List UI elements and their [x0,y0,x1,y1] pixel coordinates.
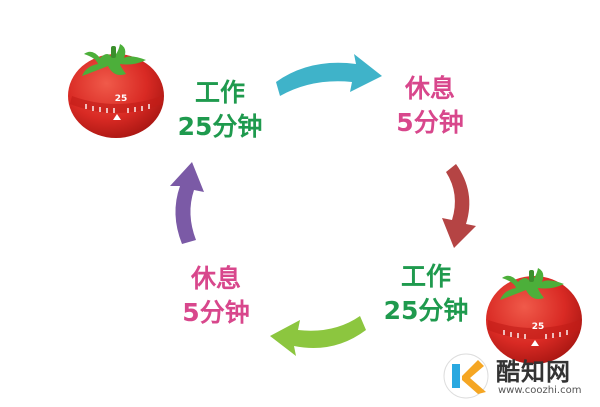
step-title: 休息 [404,74,455,103]
tomato-timer-icon: 25 [486,268,582,364]
timer-dial-number: 25 [115,94,128,104]
step-duration: 5分钟 [182,298,250,327]
step-title: 工作 [400,262,451,291]
arrow-work-to-rest [276,54,382,96]
step-rest-2: 休息 5分钟 [170,262,262,330]
step-rest-1: 休息 5分钟 [384,72,476,140]
coozhi-logo-icon [443,353,489,399]
tomato-timer-icon: 25 [68,44,164,138]
step-title: 休息 [190,264,241,293]
step-work-2: 工作 25分钟 [376,260,476,328]
arrow-work-to-rest-bottom [270,316,366,356]
arrow-rest-to-work [442,164,476,248]
step-work-1: 工作 25分钟 [170,76,270,144]
watermark-url: www.coozhi.com [498,385,582,396]
step-duration: 25分钟 [383,296,469,325]
step-title: 工作 [194,78,245,107]
step-duration: 5分钟 [396,108,464,137]
arrow-rest-to-work-left [170,162,204,244]
watermark-name: 酷知网 [496,358,571,386]
timer-dial-number: 25 [532,322,545,332]
step-duration: 25分钟 [177,112,263,141]
